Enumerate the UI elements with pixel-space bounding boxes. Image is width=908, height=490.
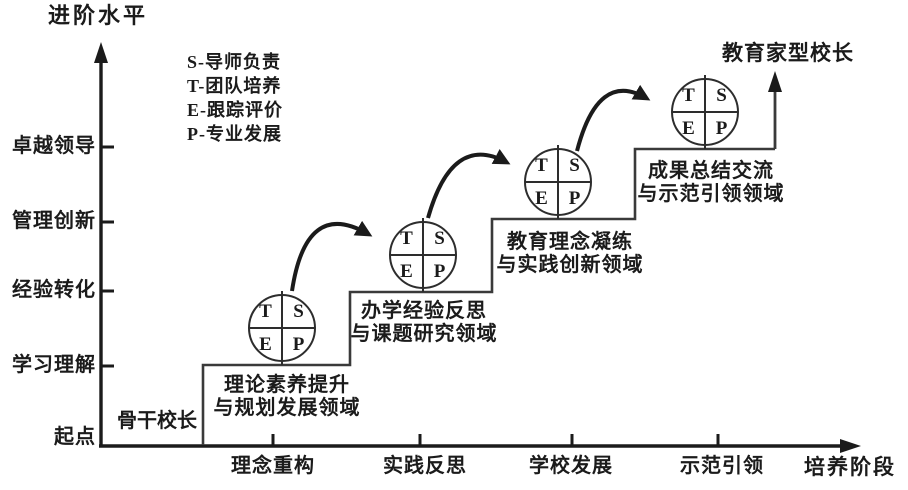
tsep-letters-4: T S E P — [672, 79, 738, 145]
y-tick-label-management: 管理创新 — [12, 210, 96, 232]
tsep-circle-2 — [389, 218, 457, 292]
x-tick-label-practice: 实践反思 — [383, 455, 467, 477]
quadrant-letter-p: P — [292, 333, 305, 355]
tsep-circle-3 — [524, 145, 592, 219]
curved-arrow-1 — [290, 220, 373, 292]
curved-arrow-2 — [426, 149, 511, 219]
quadrant-letter-p: P — [568, 187, 581, 209]
step-4-line-1: 成果总结交流 — [648, 160, 774, 182]
step-2-line-1: 办学经验反思 — [361, 300, 487, 322]
start-role-label: 骨干校长 — [117, 410, 197, 432]
quadrant-letter-t: T — [535, 154, 548, 176]
step-1-label: 理论素养提升 与规划发展领域 — [199, 374, 375, 420]
step-1-line-2: 与规划发展领域 — [213, 397, 361, 419]
x-axis-ticks — [271, 434, 720, 446]
y-tick-label-experience: 经验转化 — [12, 279, 96, 301]
y-axis-title: 进阶水平 — [48, 3, 149, 28]
step-4-line-2: 与示范引领领域 — [637, 183, 785, 205]
end-role-label: 教育家型校长 — [722, 41, 854, 65]
step-2-line-2: 与课题研究领域 — [350, 323, 498, 345]
quadrant-letter-s: S — [293, 300, 304, 322]
x-axis-title: 培养阶段 — [804, 455, 896, 479]
quadrant-letter-t: T — [259, 300, 272, 322]
tsep-letters-1: T S E P — [249, 295, 315, 361]
quadrant-letter-p: P — [715, 117, 728, 139]
quadrant-letter-s: S — [434, 227, 445, 249]
tsep-circle-4 — [671, 75, 739, 149]
x-axis-arrowhead-icon — [840, 439, 861, 453]
quadrant-letter-t: T — [682, 84, 695, 106]
staircase-outline — [201, 147, 775, 445]
tsep-legend: S-导师负责 T-团队培养 E-跟踪评价 P-专业发展 — [187, 50, 283, 146]
x-tick-label-concept: 理念重构 — [231, 455, 315, 477]
x-tick-label-demonstration: 示范引领 — [680, 455, 764, 477]
step-4-label: 成果总结交流 与示范引领领域 — [623, 160, 799, 206]
step-3-line-2: 与实践创新领域 — [496, 254, 644, 276]
quadrant-letter-t: T — [400, 227, 413, 249]
quadrant-letter-e: E — [535, 187, 548, 209]
quadrant-letter-e: E — [259, 333, 272, 355]
step-1-line-1: 理论素养提升 — [224, 374, 350, 396]
y-axis-arrowhead-icon — [94, 42, 108, 63]
legend-item-s: S-导师负责 — [187, 52, 282, 72]
quadrant-letter-s: S — [569, 154, 580, 176]
step-3-line-1: 教育理念凝练 — [507, 231, 633, 253]
y-tick-label-excellence: 卓越领导 — [12, 135, 96, 157]
quadrant-letter-s: S — [716, 84, 727, 106]
quadrant-letter-e: E — [682, 117, 695, 139]
ascent-arrowhead-icon — [768, 71, 782, 92]
tsep-letters-3: T S E P — [525, 149, 591, 215]
step-2-label: 办学经验反思 与课题研究领域 — [336, 300, 512, 346]
step-3-label: 教育理念凝练 与实践创新领域 — [482, 231, 658, 277]
legend-item-t: T-团队培养 — [187, 76, 282, 96]
y-axis-ticks — [101, 145, 114, 368]
quadrant-letter-p: P — [433, 260, 446, 282]
quadrant-letter-e: E — [400, 260, 413, 282]
tsep-letters-2: T S E P — [390, 222, 456, 288]
legend-item-p: P-专业发展 — [187, 124, 282, 144]
tsep-circle-1 — [248, 291, 316, 365]
progression-arrows — [290, 84, 651, 292]
legend-item-e: E-跟踪评价 — [187, 100, 283, 120]
curved-arrow-3 — [575, 84, 651, 152]
y-tick-label-learning: 学习理解 — [12, 354, 96, 376]
y-tick-label-start: 起点 — [54, 426, 96, 448]
x-tick-label-school: 学校发展 — [529, 455, 613, 477]
